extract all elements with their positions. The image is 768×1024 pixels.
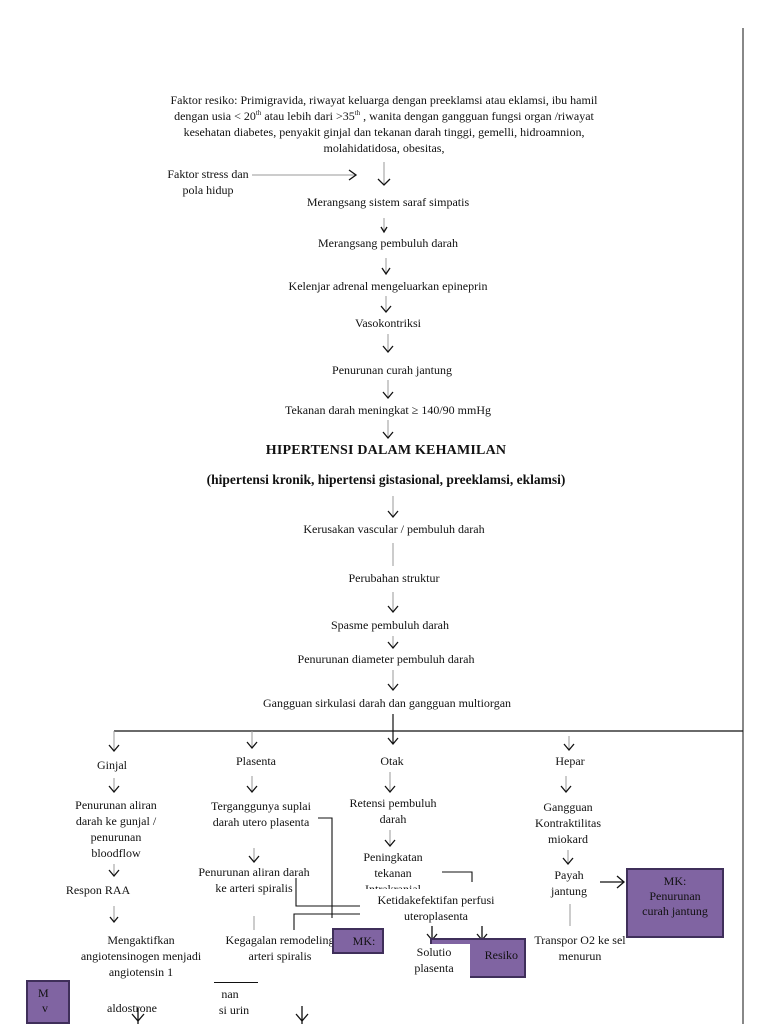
risk-factors-text: Faktor resiko: Primigravida, riwayat kel… xyxy=(0,92,768,156)
node-perubahan-struktur: Perubahan struktur xyxy=(348,571,440,585)
node-solutio-plasenta: Solutio plasenta xyxy=(398,944,470,980)
node-gangguan-sirkulasi: Gangguan sirkulasi darah dan gangguan mu… xyxy=(262,696,512,710)
risk-line-2: dengan usia < 20th atau lebih dari >35th… xyxy=(174,109,594,123)
hepar-kontraktilitas: Gangguan Kontraktilitas miokard xyxy=(535,800,601,846)
plasenta-arteri-spiralis: Penurunan aliran darah ke arteri spirali… xyxy=(198,865,310,895)
risk-line-1: Faktor resiko: Primigravida, riwayat kel… xyxy=(170,93,598,107)
node-tekanan-darah: Tekanan darah meningkat ≥ 140/90 mmHg xyxy=(284,403,492,417)
node-saraf-simpatis: Merangsang sistem saraf simpatis xyxy=(306,195,470,209)
node-curah-jantung: Penurunan curah jantung xyxy=(332,363,452,377)
hepar-payah-jantung: Payah jantung xyxy=(551,868,587,898)
risk-line-3: kesehatan diabetes, penyakit ginjal dan … xyxy=(183,125,585,139)
main-title: HIPERTENSI DALAM KEHAMILAN xyxy=(265,443,507,458)
node-penurunan-diameter: Penurunan diameter pembuluh darah xyxy=(297,652,475,666)
plasenta-suplai-darah: Terganggunya suplai darah utero plasenta xyxy=(211,799,311,829)
risk-line-4: molahidatidosa, obesitas, xyxy=(323,141,445,155)
ginjal-penurunan-aliran: Penurunan aliran darah ke gunjal / penur… xyxy=(75,798,157,860)
branch-hepar-label: Hepar xyxy=(555,754,585,768)
mk-nyeri-box: MK: Nyeri xyxy=(332,928,384,954)
node-epineprin: Kelenjar adrenal mengeluarkan epineprin xyxy=(288,279,488,293)
ginjal-respon-raa: Respon RAA xyxy=(65,883,131,897)
node-spasme: Spasme pembuluh darah xyxy=(331,618,449,632)
hepar-transpor-o2: Transpor O2 ke sel menurun xyxy=(534,933,626,963)
node-pembuluh-darah: Merangsang pembuluh darah xyxy=(318,236,458,250)
white-overlay-box xyxy=(64,980,258,1024)
stress-factor: Faktor stress dan pola hidup xyxy=(167,167,249,197)
branch-plasenta-label: Plasenta xyxy=(236,754,276,768)
otak-peningkatan-tekanan: Peningkatan tekanan Intrakranial xyxy=(363,850,423,889)
ginjal-angiotensin: Mengaktifkan angiotensinogen menjadi ang… xyxy=(80,933,202,979)
plasenta-partial-2: si urin xyxy=(218,1003,250,1017)
branch-otak-label: Otak xyxy=(380,754,404,768)
branch-ginjal-label: Ginjal xyxy=(97,758,127,772)
otak-retensi: Retensi pembuluh darah xyxy=(349,796,437,826)
main-subtitle: (hipertensi kronik, hipertensi gistasion… xyxy=(206,472,566,487)
node-perfusi-uteroplasenta: Ketidakefektifan perfusi uteroplasenta xyxy=(360,892,512,926)
node-kerusakan-vascular: Kerusakan vascular / pembuluh darah xyxy=(303,522,485,536)
ginjal-aldostrone: aldostrone xyxy=(107,1001,157,1015)
node-vasokontriksi: Vasokontriksi xyxy=(355,316,421,330)
plasenta-partial-1: nan xyxy=(221,987,239,1001)
overlay-line xyxy=(214,982,258,983)
mk-penurunan-curah-jantung: MK: Penurunan curah jantung xyxy=(626,868,724,938)
plasenta-remodeling: Kegagalan remodeling arteri spiralis xyxy=(225,933,335,963)
mk-left-clipped-box: M v xyxy=(26,980,70,1024)
